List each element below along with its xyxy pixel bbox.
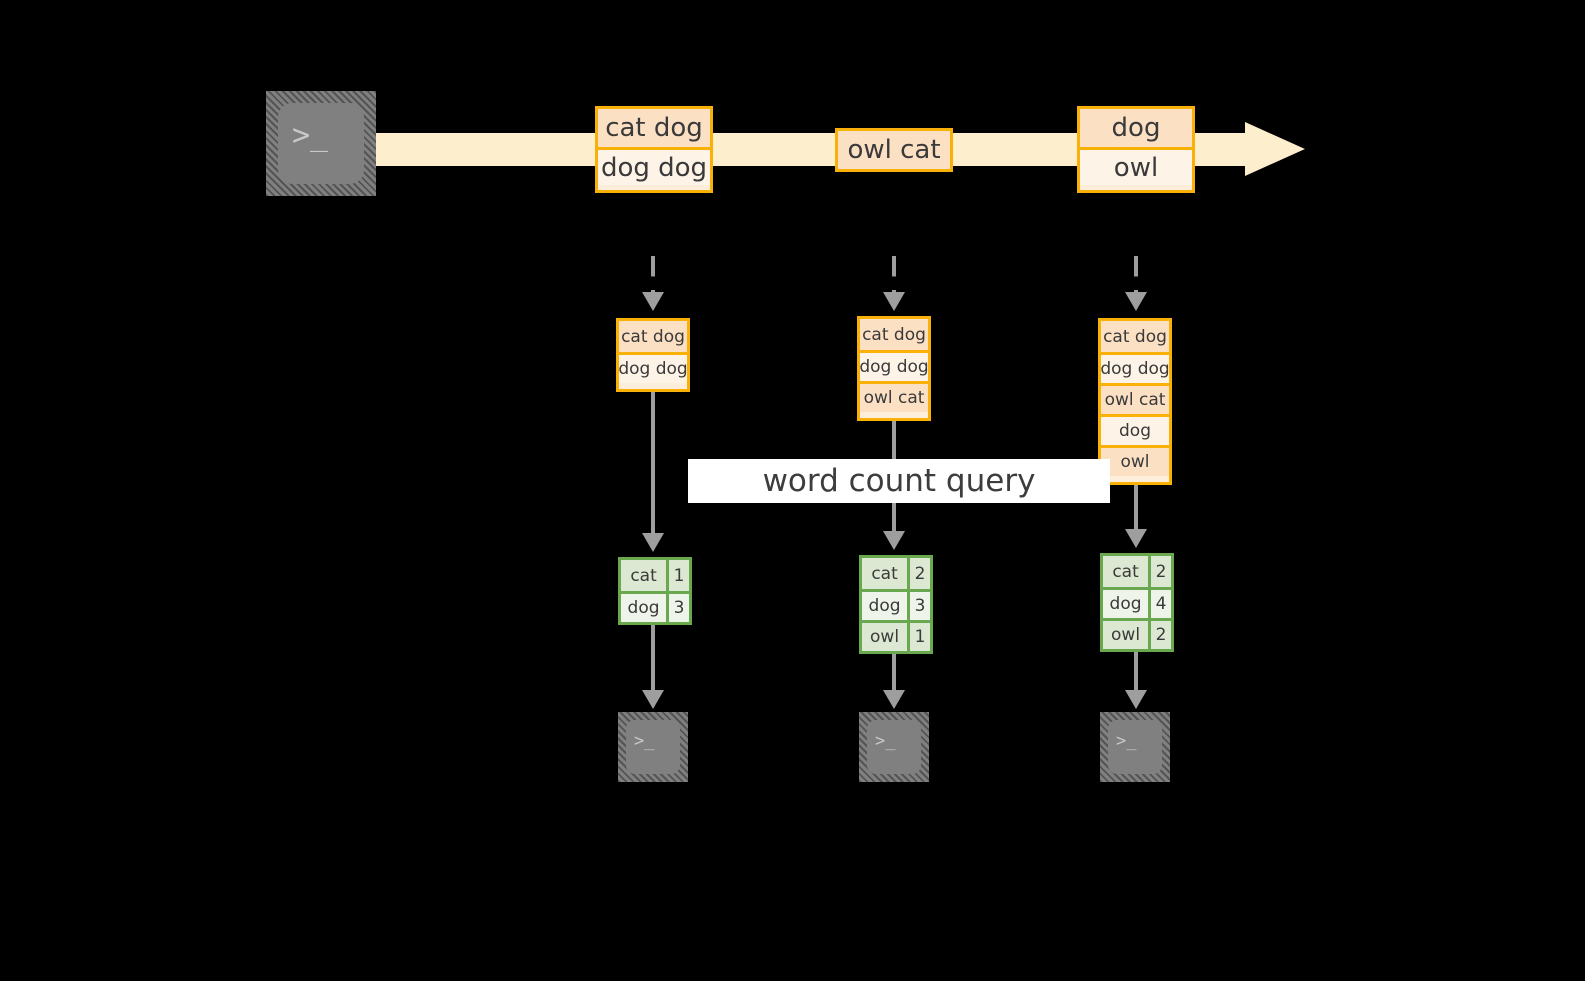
snapshot-1-output-arrowhead — [642, 690, 664, 709]
table-row: owl cat — [860, 381, 928, 412]
consumer-terminal-inner — [1108, 720, 1162, 774]
table-row: cat dog — [860, 319, 928, 350]
count-word: cat — [630, 565, 657, 586]
producer-terminal-prompt: >_ — [292, 118, 329, 153]
stream-record-line: owl — [1080, 147, 1192, 185]
snapshot-2-query-arrowhead — [883, 531, 905, 550]
count-word: owl — [870, 627, 900, 647]
count-word: dog — [627, 598, 660, 618]
table-row: dog 3 — [862, 589, 930, 620]
snapshot-2-output-line — [892, 654, 896, 690]
table-row: dog dog — [859, 350, 929, 381]
count-word: owl — [1111, 625, 1141, 645]
query-banner: word count query — [688, 459, 1110, 503]
stream-record-1[interactable]: cat dog dog dog — [595, 106, 713, 193]
query-banner-label: word count query — [762, 463, 1036, 499]
snapshot-2-output-arrowhead — [883, 690, 905, 709]
snapshot-2-input-table[interactable]: cat dog dog dog owl cat — [857, 316, 931, 421]
count-word: cat — [871, 563, 898, 584]
table-row: dog dog — [618, 352, 688, 383]
snapshot-3-output-line — [1134, 652, 1138, 690]
snapshot-1-ingest-line — [651, 256, 655, 292]
stream-record-3[interactable]: dog owl — [1077, 106, 1195, 193]
stream-record-line: cat dog — [598, 109, 710, 147]
table-row: owl — [1101, 445, 1169, 476]
table-row: owl 2 — [1103, 618, 1171, 649]
count-value: 3 — [907, 592, 930, 620]
table-row: cat 2 — [1103, 556, 1171, 587]
count-word: dog — [1109, 594, 1142, 614]
consumer-terminal-prompt: >_ — [1116, 731, 1137, 751]
count-value: 2 — [1148, 621, 1171, 649]
table-row: dog 4 — [1103, 587, 1171, 618]
snapshot-3-output-arrowhead — [1125, 690, 1147, 709]
consumer-terminal-inner — [867, 720, 921, 774]
snapshot-3-query-line — [1134, 485, 1138, 529]
table-row: cat dog — [619, 321, 687, 352]
snapshot-3-count-table[interactable]: cat 2 dog 4 owl 2 — [1100, 553, 1174, 652]
snapshot-3-ingest-arrowhead — [1125, 292, 1147, 311]
count-word: cat — [1112, 561, 1139, 582]
stream-record-line: dog — [1080, 109, 1192, 147]
snapshot-1-output-line — [651, 625, 655, 690]
table-row: owl cat — [1101, 383, 1169, 414]
table-row: cat 1 — [621, 560, 689, 591]
stream-record-2[interactable]: owl cat — [835, 128, 953, 172]
table-row: dog — [1101, 414, 1169, 445]
table-row: dog dog — [1100, 352, 1170, 383]
snapshot-3-input-table[interactable]: cat dog dog dog owl cat dog owl — [1098, 318, 1172, 485]
count-value: 2 — [1148, 556, 1171, 587]
snapshot-2-ingest-arrowhead — [883, 292, 905, 311]
consumer-terminal-prompt: >_ — [634, 731, 655, 751]
producer-terminal-icon[interactable]: >_ — [266, 91, 376, 196]
table-row: cat 2 — [862, 558, 930, 589]
snapshot-1-consumer-terminal-icon[interactable]: >_ — [618, 712, 688, 782]
table-row: owl 1 — [862, 620, 930, 651]
table-row: cat dog — [1101, 321, 1169, 352]
consumer-terminal-prompt: >_ — [875, 731, 896, 751]
snapshot-1-ingest-arrowhead — [642, 292, 664, 311]
snapshot-3-consumer-terminal-icon[interactable]: >_ — [1100, 712, 1170, 782]
snapshot-1-query-arrowhead — [642, 533, 664, 552]
count-value: 1 — [666, 560, 689, 591]
snapshot-2-consumer-terminal-icon[interactable]: >_ — [859, 712, 929, 782]
snapshot-1-input-table[interactable]: cat dog dog dog — [616, 318, 690, 392]
stream-record-line: owl cat — [838, 131, 950, 169]
snapshot-1-count-table[interactable]: cat 1 dog 3 — [618, 557, 692, 625]
consumer-terminal-inner — [626, 720, 680, 774]
table-row: dog 3 — [621, 591, 689, 622]
count-word: dog — [868, 596, 901, 616]
snapshot-1-query-line — [651, 392, 655, 533]
count-value: 2 — [907, 558, 930, 589]
count-value: 4 — [1148, 590, 1171, 618]
count-value: 3 — [666, 594, 689, 622]
count-value: 1 — [907, 623, 930, 651]
stream-record-line: dog dog — [598, 147, 710, 185]
snapshot-2-count-table[interactable]: cat 2 dog 3 owl 1 — [859, 555, 933, 654]
producer-terminal-inner — [278, 103, 364, 184]
stream-arrowhead — [1245, 122, 1305, 176]
snapshot-2-ingest-line — [892, 256, 896, 292]
snapshot-3-query-arrowhead — [1125, 529, 1147, 548]
snapshot-3-ingest-line — [1134, 256, 1138, 292]
